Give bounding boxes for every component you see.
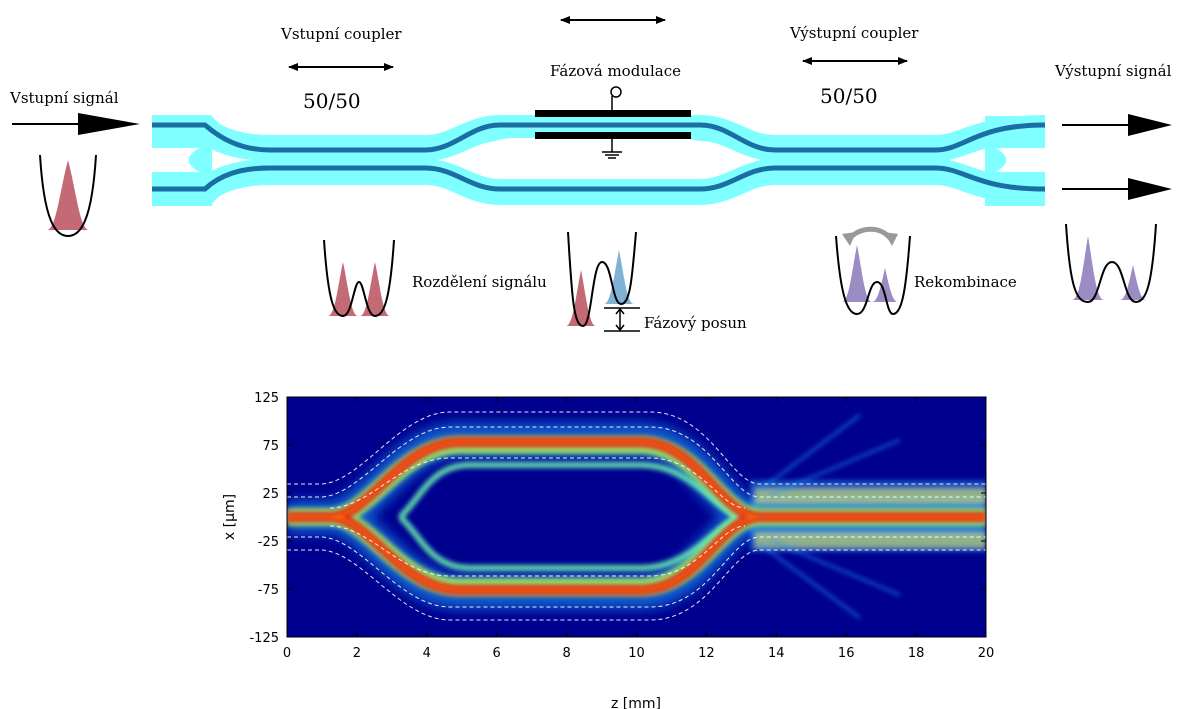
output-arrow-bottom-icon <box>1062 178 1172 200</box>
x-tick-label: 0 <box>283 646 291 661</box>
x-tick-label: 12 <box>698 646 715 661</box>
recombination-double-well-inset <box>835 226 911 316</box>
splitting-label: Rozdělení signálu <box>412 273 547 291</box>
x-tick-label: 20 <box>978 646 995 661</box>
output-double-well-inset <box>1065 223 1157 304</box>
input-coupler-region <box>255 135 435 185</box>
mach-zehnder-schematic: Vstupní signál Vstupní coupler 50/50 Fáz… <box>9 16 1172 332</box>
x-tick-label: 2 <box>353 646 361 661</box>
x-axis: 0 2 4 6 8 10 12 14 16 18 20 <box>283 397 994 661</box>
x-tick-label: 16 <box>838 646 855 661</box>
output-gap <box>995 148 1045 172</box>
output-coupler-region <box>760 135 950 185</box>
phase-modulation-label: Fázová modulace <box>550 62 681 80</box>
x-axis-label: z [mm] <box>611 696 661 709</box>
mzi-inner-gap <box>470 138 730 176</box>
input-coupler-label: Vstupní coupler <box>280 25 402 43</box>
phase-shift-label: Fázový posun <box>644 314 747 332</box>
bpm-simulation-plot: 125 75 25 -25 -75 -125 0 2 4 6 8 10 12 14 16 18 20 z [m… <box>222 391 994 709</box>
x-tick-label: 18 <box>908 646 925 661</box>
y-tick-label: -125 <box>249 631 279 646</box>
x-tick-label: 14 <box>768 646 785 661</box>
phase-modulator-electrode <box>535 96 691 159</box>
input-arrow-icon <box>12 113 140 135</box>
waveguide-cores <box>152 122 1046 192</box>
x-tick-label: 10 <box>628 646 645 661</box>
output-ratio-label: 50/50 <box>820 84 878 108</box>
y-tick-label: 75 <box>262 439 279 454</box>
y-tick-label: -75 <box>258 583 279 598</box>
input-single-well-inset <box>39 154 97 238</box>
input-signal-label: Vstupní signál <box>9 89 119 107</box>
input-ratio-label: 50/50 <box>303 89 361 113</box>
recombination-label: Rekombinace <box>914 273 1017 291</box>
output-arrow-top-icon <box>1062 114 1172 136</box>
y-axis-label: x [µm] <box>222 494 238 540</box>
field-intensity-map <box>287 411 986 621</box>
input-gap <box>152 148 200 172</box>
output-signal-label: Výstupní signál <box>1054 62 1172 80</box>
y-tick-label: 25 <box>262 487 279 502</box>
x-tick-label: 8 <box>562 646 570 661</box>
electrode-terminal-icon <box>610 86 622 98</box>
y-axis: 125 75 25 -25 -75 -125 <box>249 391 986 646</box>
phase-shift-double-well-inset <box>566 231 640 332</box>
y-tick-label: 125 <box>254 391 279 406</box>
x-tick-label: 4 <box>423 646 431 661</box>
output-coupler-label: Výstupní coupler <box>789 24 919 42</box>
x-tick-label: 6 <box>493 646 501 661</box>
split-double-well-inset <box>323 239 395 318</box>
y-tick-label: -25 <box>258 535 279 550</box>
